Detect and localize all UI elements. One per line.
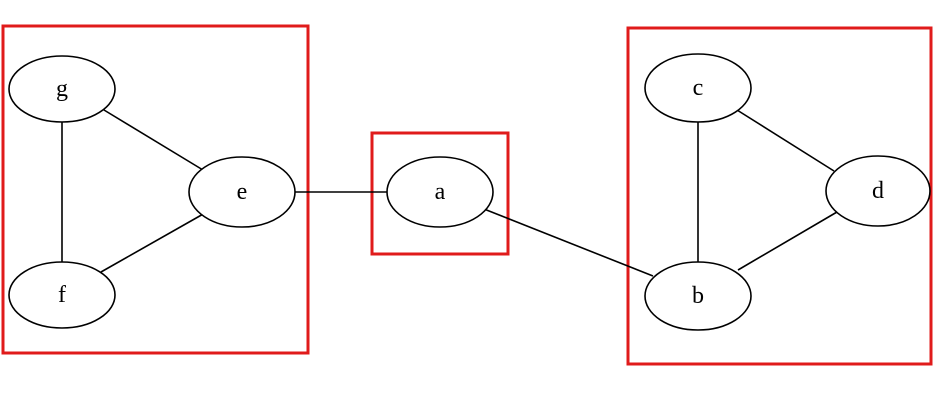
cluster-layer xyxy=(1,24,933,366)
cluster-box-left xyxy=(1,24,310,355)
edge-c-d xyxy=(736,109,835,172)
node-d[interactable]: d xyxy=(825,155,931,227)
edge-layer xyxy=(61,109,838,277)
node-layer: g e f a c d b xyxy=(8,53,931,331)
edge-f-e xyxy=(100,212,206,273)
node-c[interactable]: c xyxy=(644,53,752,123)
node-b-shape xyxy=(644,261,752,331)
cluster-box-middle xyxy=(370,131,510,256)
node-f-shape xyxy=(8,261,116,329)
node-a[interactable]: a xyxy=(386,156,494,228)
node-e-label: e xyxy=(237,179,248,205)
edge-g-e xyxy=(103,109,204,171)
node-f[interactable]: f xyxy=(8,261,116,329)
node-b-label: b xyxy=(692,283,704,309)
node-c-shape xyxy=(644,53,752,123)
node-e-shape xyxy=(188,156,296,228)
node-g[interactable]: g xyxy=(8,55,116,123)
node-f-label: f xyxy=(58,282,66,308)
node-e[interactable]: e xyxy=(188,156,296,228)
node-b[interactable]: b xyxy=(644,261,752,331)
node-c-label: c xyxy=(693,75,704,101)
node-g-shape xyxy=(8,55,116,123)
edge-d-b xyxy=(737,211,838,271)
node-g-label: g xyxy=(56,76,68,102)
node-a-shape xyxy=(386,156,494,228)
node-d-label: d xyxy=(872,178,884,204)
node-d-shape xyxy=(825,155,931,227)
edge-a-b xyxy=(483,208,654,277)
cluster-box-right xyxy=(626,26,933,366)
node-a-label: a xyxy=(435,179,446,205)
